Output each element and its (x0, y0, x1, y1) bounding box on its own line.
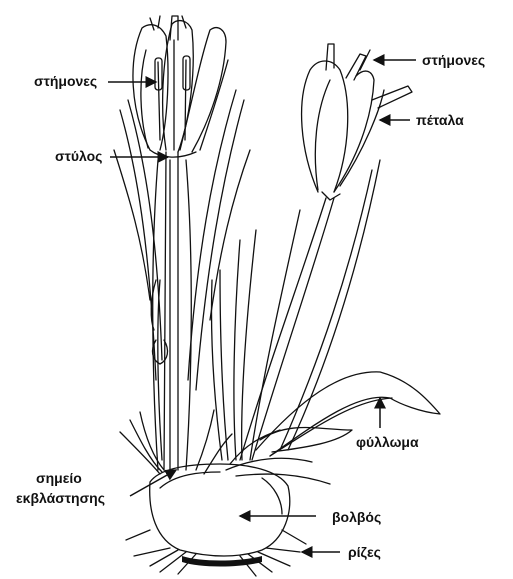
right-flower (302, 44, 412, 200)
label-bulb: βολβός (332, 509, 381, 525)
label-stamens-left: στήμονες (34, 73, 97, 89)
leader-sprout-point (130, 470, 176, 496)
label-petals: πέταλα (416, 112, 464, 128)
basal-plate (182, 556, 262, 567)
label-stamens-right: στήμονες (422, 52, 485, 68)
label-style: στύλος (55, 148, 102, 164)
right-stem (211, 160, 440, 460)
label-sprout-point-line2: εκβλάστησης (16, 490, 105, 506)
label-roots: ρίζες (348, 544, 381, 560)
left-stem (114, 90, 250, 470)
label-foliage: φύλλωμα (356, 434, 419, 450)
label-sprout-point-line1: σημείο (36, 470, 82, 486)
left-flower (133, 16, 228, 157)
bulb (150, 464, 290, 556)
